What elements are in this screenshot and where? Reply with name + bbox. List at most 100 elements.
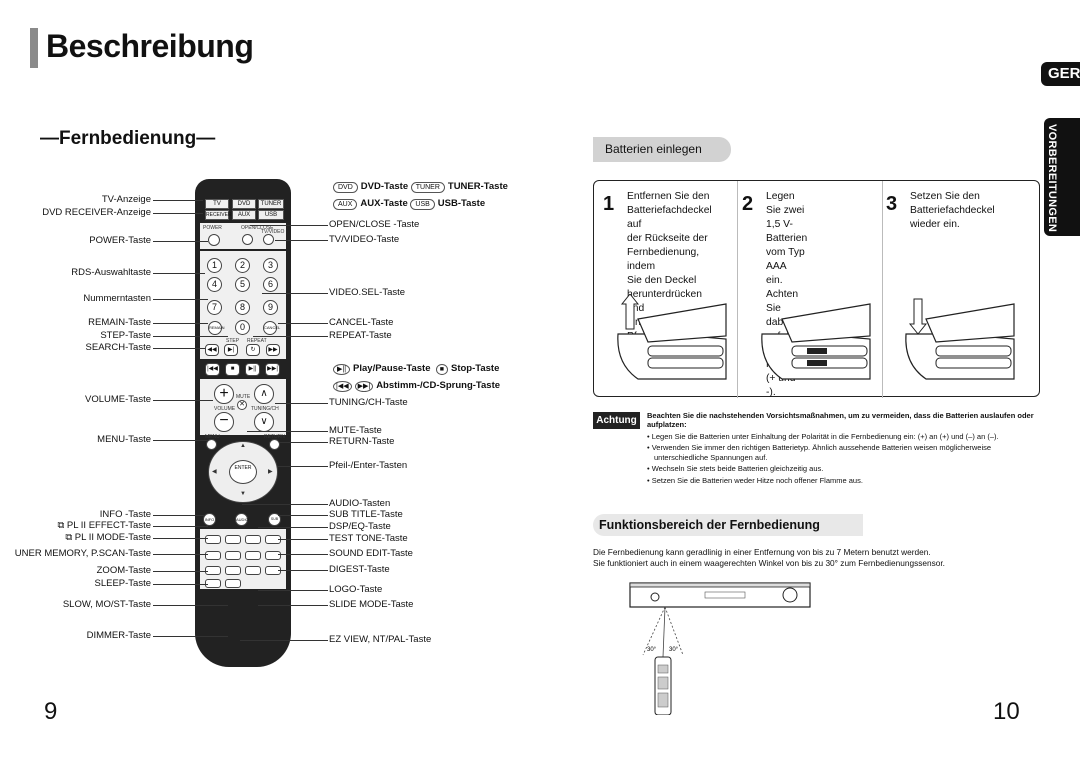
leader-line [278,539,328,540]
leader-line [240,640,328,641]
memory-icon [205,551,221,560]
digit-7-key: 7 [207,300,222,315]
power-icon [208,234,220,246]
callout-pl-effect: ⧉ PL II EFFECT-Taste [57,520,151,531]
play-pause-label: Play/Pause-Taste [353,363,431,374]
volume-up-icon: + [214,384,234,404]
play-pause-icon: ▶|| [333,364,351,375]
leader-line [153,200,203,201]
digit-0-key: 0 [235,320,250,335]
callout-volume: VOLUME-Taste [85,394,151,405]
dolby-icon: ⧉ [57,520,67,531]
range-text-line-2: Sie funktioniert auch in einem waagerech… [593,558,945,568]
leader-line [278,323,328,324]
leader-line [278,515,328,516]
leader-line [153,323,208,324]
sleep-icon [205,579,221,588]
leader-line [253,336,328,337]
skip-forward-icon: ▶▶| [265,363,280,376]
leader-line [250,225,328,226]
page-title: Beschreibung [46,28,254,64]
leader-line [275,240,328,241]
remote-range-illustration: 30° 30° [629,582,811,715]
step-number: 1 [603,193,615,215]
battery-cover-removal-illustration [617,294,727,380]
skip-back-icon: |◀◀ [205,363,220,376]
aux-key: AUX [232,210,256,220]
receiver-key: RECEIVER [205,210,232,220]
callout-pl-mode: ⧉ PL II MODE-Taste [65,532,151,543]
callout-digest: DIGEST-Taste [329,564,390,575]
battery-insert-illustration [761,303,871,380]
dvd-key: DVD [232,199,256,209]
usb-badge: USB [410,199,435,210]
callout-ez-view: EZ VIEW, NT/PAL-Taste [329,634,432,645]
audio-key: AUDIO [235,513,249,526]
repeat-key-label: REPEAT [247,338,267,344]
leader-line [258,590,328,591]
leader-line [278,570,328,571]
chapter-tab: VORBEREITUNGEN [1044,118,1080,236]
callout-info: INFO -Taste [99,509,151,520]
caution-bullet-continuation: unterschiedliche Spannungen auf. [654,453,768,462]
leader-line [278,554,328,555]
battery-steps-box: 1 Entfernen Sie den Batteriefachdeckel a… [593,180,1040,398]
page-number-left: 9 [44,698,58,725]
caution-bullet: • Wechseln Sie stets beide Batterien gle… [647,464,824,473]
caution-bullet: • Legen Sie die Batterien unter Einhaltu… [647,432,999,441]
tuner-key-label: TUNER-Taste [447,181,508,192]
range-text-line-1: Die Fernbedienung kann geradlinig in ein… [593,547,931,557]
step-key-label: STEP [226,338,240,344]
leader-line [153,515,205,516]
leader-line [153,636,228,637]
callout-dsp-eq: DSP/EQ-Taste [329,521,391,532]
tuning-up-icon: ∧ [254,384,274,404]
callout-tv-indicator: TV-Anzeige [101,194,151,205]
callout-pl-mode-text: PL II MODE-Taste [74,532,151,543]
callout-search: SEARCH-Taste [85,342,151,353]
callout-cancel: CANCEL-Taste [329,317,394,328]
volume-key-label: VOLUME [214,406,236,412]
mute-icon: ✕ [237,400,247,410]
usb-key: USB [258,210,284,220]
tv-video-key-label: TV/VIDEO [261,229,285,235]
ez-view-icon [225,566,241,575]
battery-cover-replace-illustration [905,298,1015,380]
callout-play-stop: ▶||Play/Pause-Taste ■Stop-Taste [333,363,499,375]
slide-mode-icon [245,566,261,575]
digit-6-key: 6 [263,277,278,292]
eject-icon [242,234,253,245]
leader-line [275,403,328,404]
mute-key-label: MUTE [236,394,251,400]
callout-test-tone: TEST TONE-Taste [329,533,408,544]
volume-down-icon: − [214,412,234,432]
leader-line [258,605,328,606]
angle-right-label: 30° [669,647,679,653]
tv-key: TV [205,199,229,209]
leader-line [153,213,203,214]
aux-key-label: AUX-Taste [360,198,408,209]
callout-skip: |◀◀▶▶|Abstimm-/CD-Sprung-Taste [333,380,500,392]
leader-line [262,293,328,294]
leader-line [153,299,208,300]
callout-mute: MUTE-Taste [329,425,382,436]
remote-control-illustration: TV DVD TUNER RECEIVER AUX USB POWER OPEN… [195,179,291,667]
angle-left-label: 30° [647,647,657,653]
callout-tuning: TUNING/CH-Taste [329,397,408,408]
leader-line [153,605,228,606]
battery-section-heading: Batterien einlegen [593,137,731,162]
return-key-label: RETURN [264,434,285,440]
return-icon [269,439,280,450]
search-back-icon: ◀◀ [205,344,219,356]
leader-line [153,526,208,527]
step-number: 3 [886,193,898,215]
callout-return: RETURN-Taste [329,436,395,447]
power-key-label: POWER [203,225,222,231]
callout-slide-mode: SLIDE MODE-Taste [329,599,414,610]
callout-remain: REMAIN-Taste [88,317,151,328]
leader-line [247,431,328,432]
pl-mode-icon [225,535,241,544]
callout-sleep: SLEEP-Taste [94,578,152,589]
digit-8-key: 8 [235,300,250,315]
